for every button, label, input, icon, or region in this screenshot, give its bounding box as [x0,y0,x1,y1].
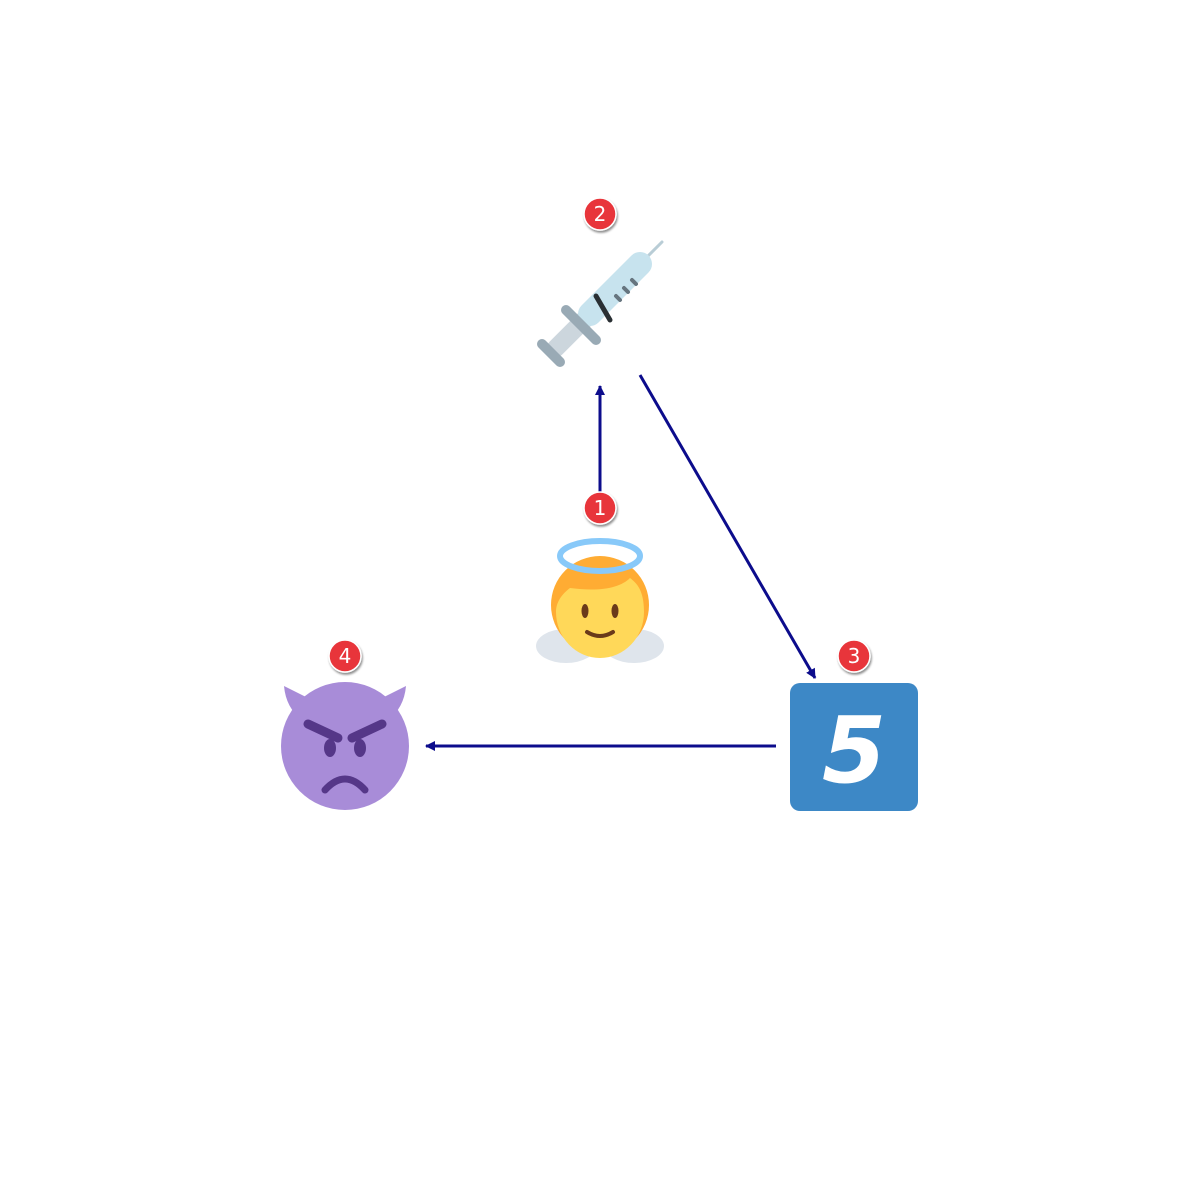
badge-3-label: 3 [848,644,861,668]
badge-2-label: 2 [594,202,607,226]
node-five: 5 3 [790,639,918,811]
badge-4: 4 [328,639,362,673]
keycap-five-label: 5 [822,697,886,804]
badge-3: 3 [837,639,871,673]
angry-devil-face-icon [281,682,409,810]
node-devil: 4 [281,639,409,810]
badge-1: 1 [583,491,617,525]
badge-2: 2 [583,197,617,231]
node-syringe: 2 [537,197,664,367]
angel-face-icon [536,538,664,663]
badge-1-label: 1 [594,496,607,520]
badge-4-label: 4 [339,644,352,668]
edge-syringe-to-five [638,374,817,679]
node-angel: 1 [536,491,664,663]
syringe-icon [537,240,664,367]
keycap-five-icon: 5 [790,683,918,811]
